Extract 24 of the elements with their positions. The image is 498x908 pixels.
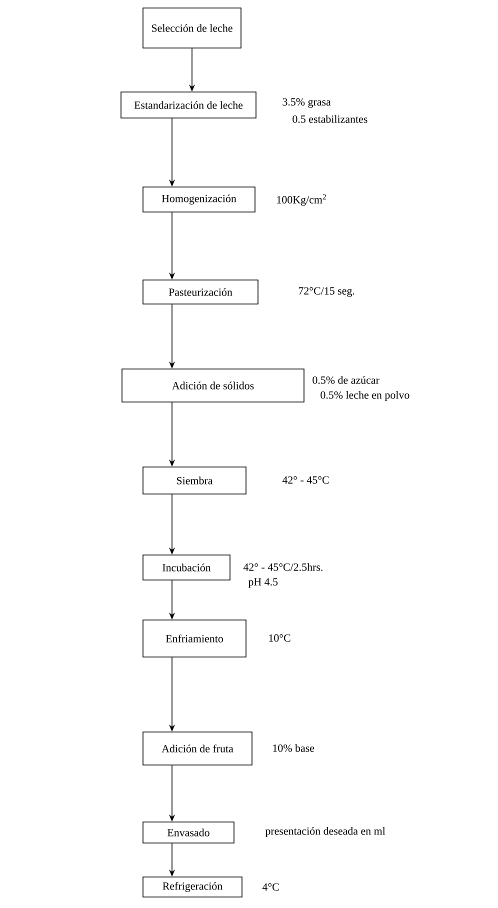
step-note: 10% base bbox=[273, 744, 314, 752]
step-note: 0.5% de azúcar bbox=[312, 376, 380, 384]
step-note: 72°C/15 seg. bbox=[298, 287, 354, 297]
step-note: 3.5% grasa bbox=[282, 98, 331, 108]
process-box: Adición de fruta bbox=[142, 732, 252, 766]
process-box: Pasteurización bbox=[142, 280, 258, 304]
process-box: Siembra bbox=[142, 466, 246, 494]
step-note: 10°C bbox=[269, 634, 290, 642]
step-note: 4°C bbox=[262, 883, 279, 891]
step-note: 42° - 45°C bbox=[282, 476, 329, 484]
process-box: Adición de sólidos bbox=[122, 368, 304, 402]
process-box: Envasado bbox=[142, 822, 234, 844]
step-note: 100Kg/cm$^{2}$ bbox=[277, 194, 326, 206]
step-note: pH 4.5 bbox=[248, 578, 278, 588]
step-note: 0.5 estabilizantes bbox=[292, 115, 368, 123]
process-box: Estandarización de leche bbox=[120, 92, 256, 118]
process-box: Incubación bbox=[142, 554, 230, 580]
process-box: Refrigeración bbox=[142, 876, 242, 898]
process-box: Homogenización bbox=[142, 186, 256, 212]
step-note: 0.5% leche en polvo bbox=[320, 391, 410, 401]
process-box: Enfriamiento bbox=[142, 620, 246, 658]
process-box: Selección de leche bbox=[142, 8, 242, 48]
step-note: presentación deseada en ml bbox=[265, 827, 386, 837]
step-note: 42° - 45°C/2.5hrs. bbox=[243, 563, 322, 571]
